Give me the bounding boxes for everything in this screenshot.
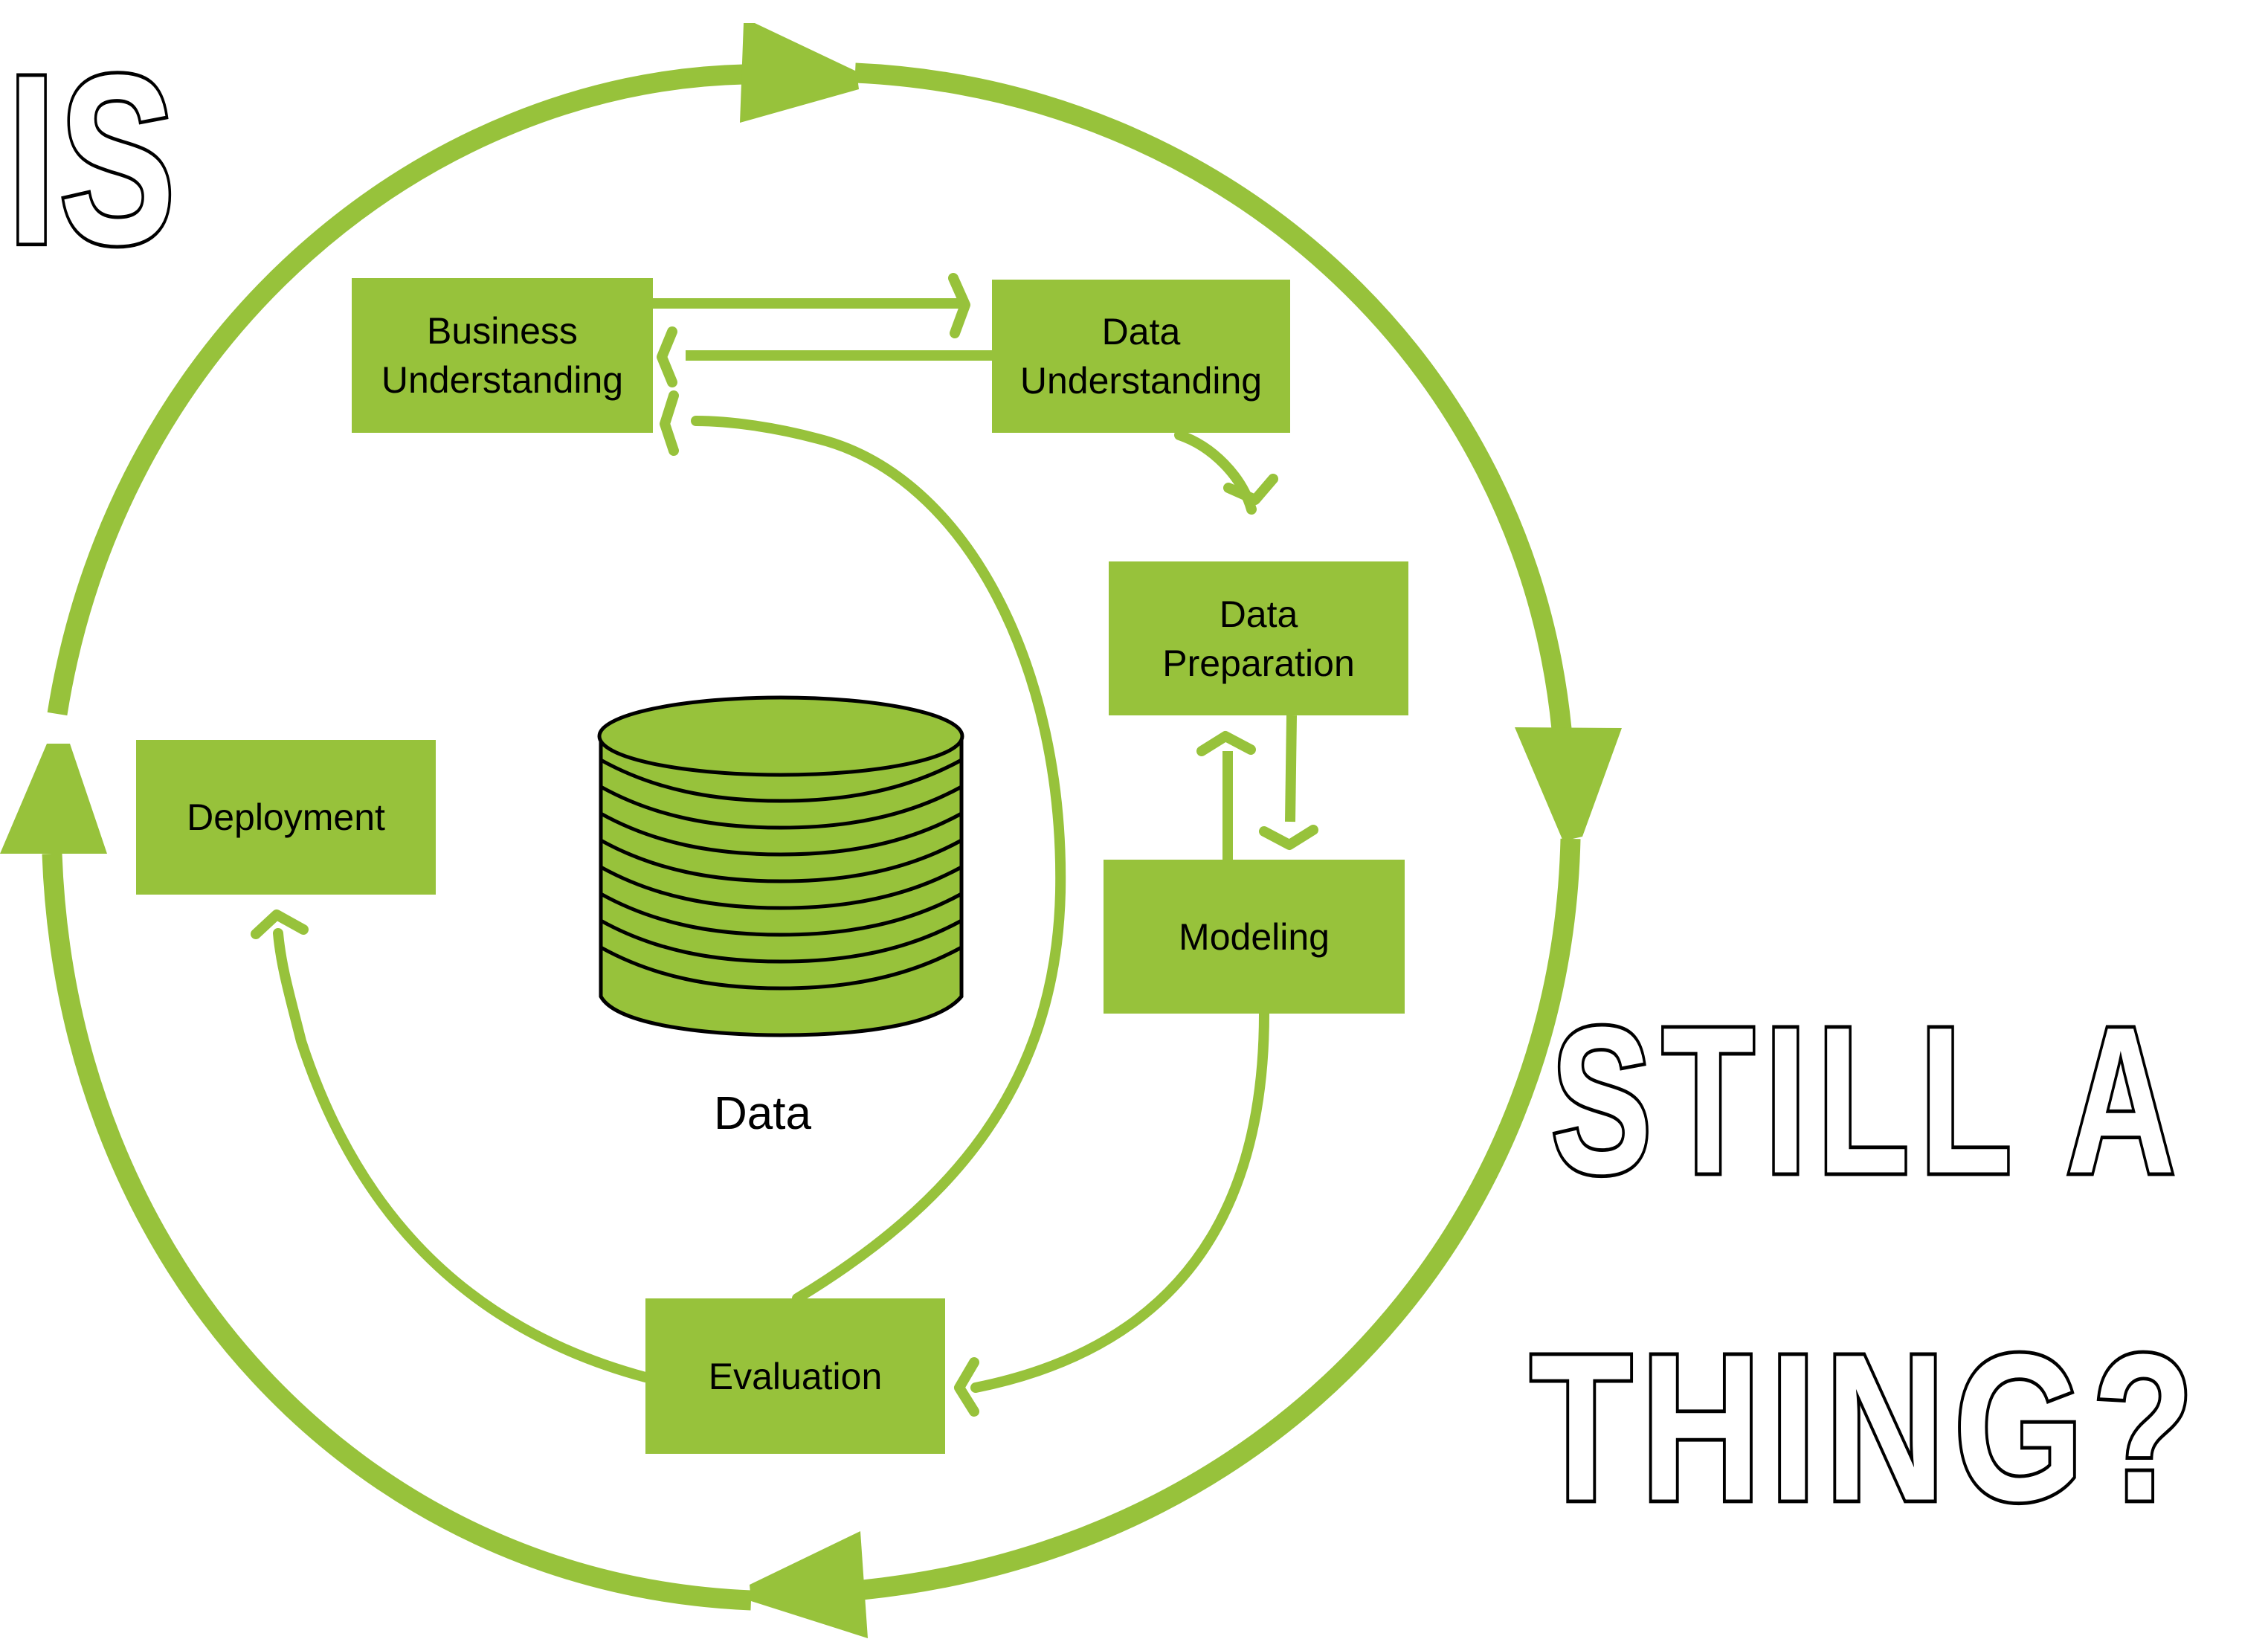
outer-cycle-arc-top <box>47 64 744 716</box>
outer-cycle <box>42 62 1581 1611</box>
database-icon <box>597 695 964 1037</box>
chevron-down-icon <box>1259 825 1318 850</box>
outer-cycle-arc-right <box>861 838 1581 1600</box>
cylinder-band <box>599 918 963 964</box>
chevron-up-icon <box>251 909 309 939</box>
phase-label: Evaluation <box>708 1355 883 1397</box>
phase-label: Deployment <box>187 796 385 838</box>
cylinder-band <box>599 811 963 857</box>
outer-cycle-arrowheads <box>0 23 1622 1638</box>
cylinder-body <box>599 734 964 1037</box>
cylinder-band <box>599 892 963 937</box>
cylinder-band <box>599 945 963 991</box>
chevron-left-icon <box>660 390 679 456</box>
cylinder-top <box>597 695 964 777</box>
cylinder-band <box>599 865 963 910</box>
cylinder-bands <box>599 758 963 991</box>
outer-cycle-arc-bottom <box>42 853 752 1611</box>
phase-data-understanding[interactable]: Data Understanding <box>992 280 1290 433</box>
cylinder-band <box>599 758 963 803</box>
headline-line-2: STILL A <box>1548 984 2186 1217</box>
arrowhead-bottom-icon <box>750 1531 868 1638</box>
flow-evaluation-to-bu <box>691 416 1066 1304</box>
chevron-left-icon <box>954 1357 979 1417</box>
chevron-down-icon <box>1223 474 1278 505</box>
phase-data-preparation[interactable]: Data Preparation <box>1109 561 1408 715</box>
headline-line-1: IS <box>4 24 179 294</box>
phase-deployment[interactable]: Deployment <box>136 740 436 895</box>
data-store-label: Data <box>714 1088 811 1139</box>
phase-modeling[interactable]: Modeling <box>1104 860 1405 1014</box>
phase-evaluation[interactable]: Evaluation <box>645 1298 945 1454</box>
phase-label: Data Understanding <box>1019 311 1263 402</box>
cylinder-band <box>599 838 963 883</box>
chevron-up-icon <box>1196 731 1256 756</box>
phase-label: Modeling <box>1179 915 1330 958</box>
arrowhead-right-icon <box>1515 727 1622 841</box>
phase-business-understanding[interactable]: Business Understanding <box>352 278 653 433</box>
flow-modeling-to-evaluation <box>970 1008 1269 1393</box>
phase-label: Data Preparation <box>1162 593 1355 684</box>
inner-flows <box>251 273 1318 1417</box>
arrowhead-top-icon <box>740 23 859 123</box>
phase-label: Business Understanding <box>381 310 624 401</box>
flow-evaluation-to-deployment <box>273 928 651 1382</box>
flow-dp-to-modeling <box>1285 715 1297 822</box>
chevron-left-icon <box>657 326 677 387</box>
outer-cycle-arc-top-right <box>854 62 1572 730</box>
headline-line-3: THING? <box>1527 1311 2203 1545</box>
chevron-right-icon <box>948 273 970 338</box>
arrowhead-left-icon <box>0 744 107 854</box>
cylinder-band <box>599 785 963 830</box>
